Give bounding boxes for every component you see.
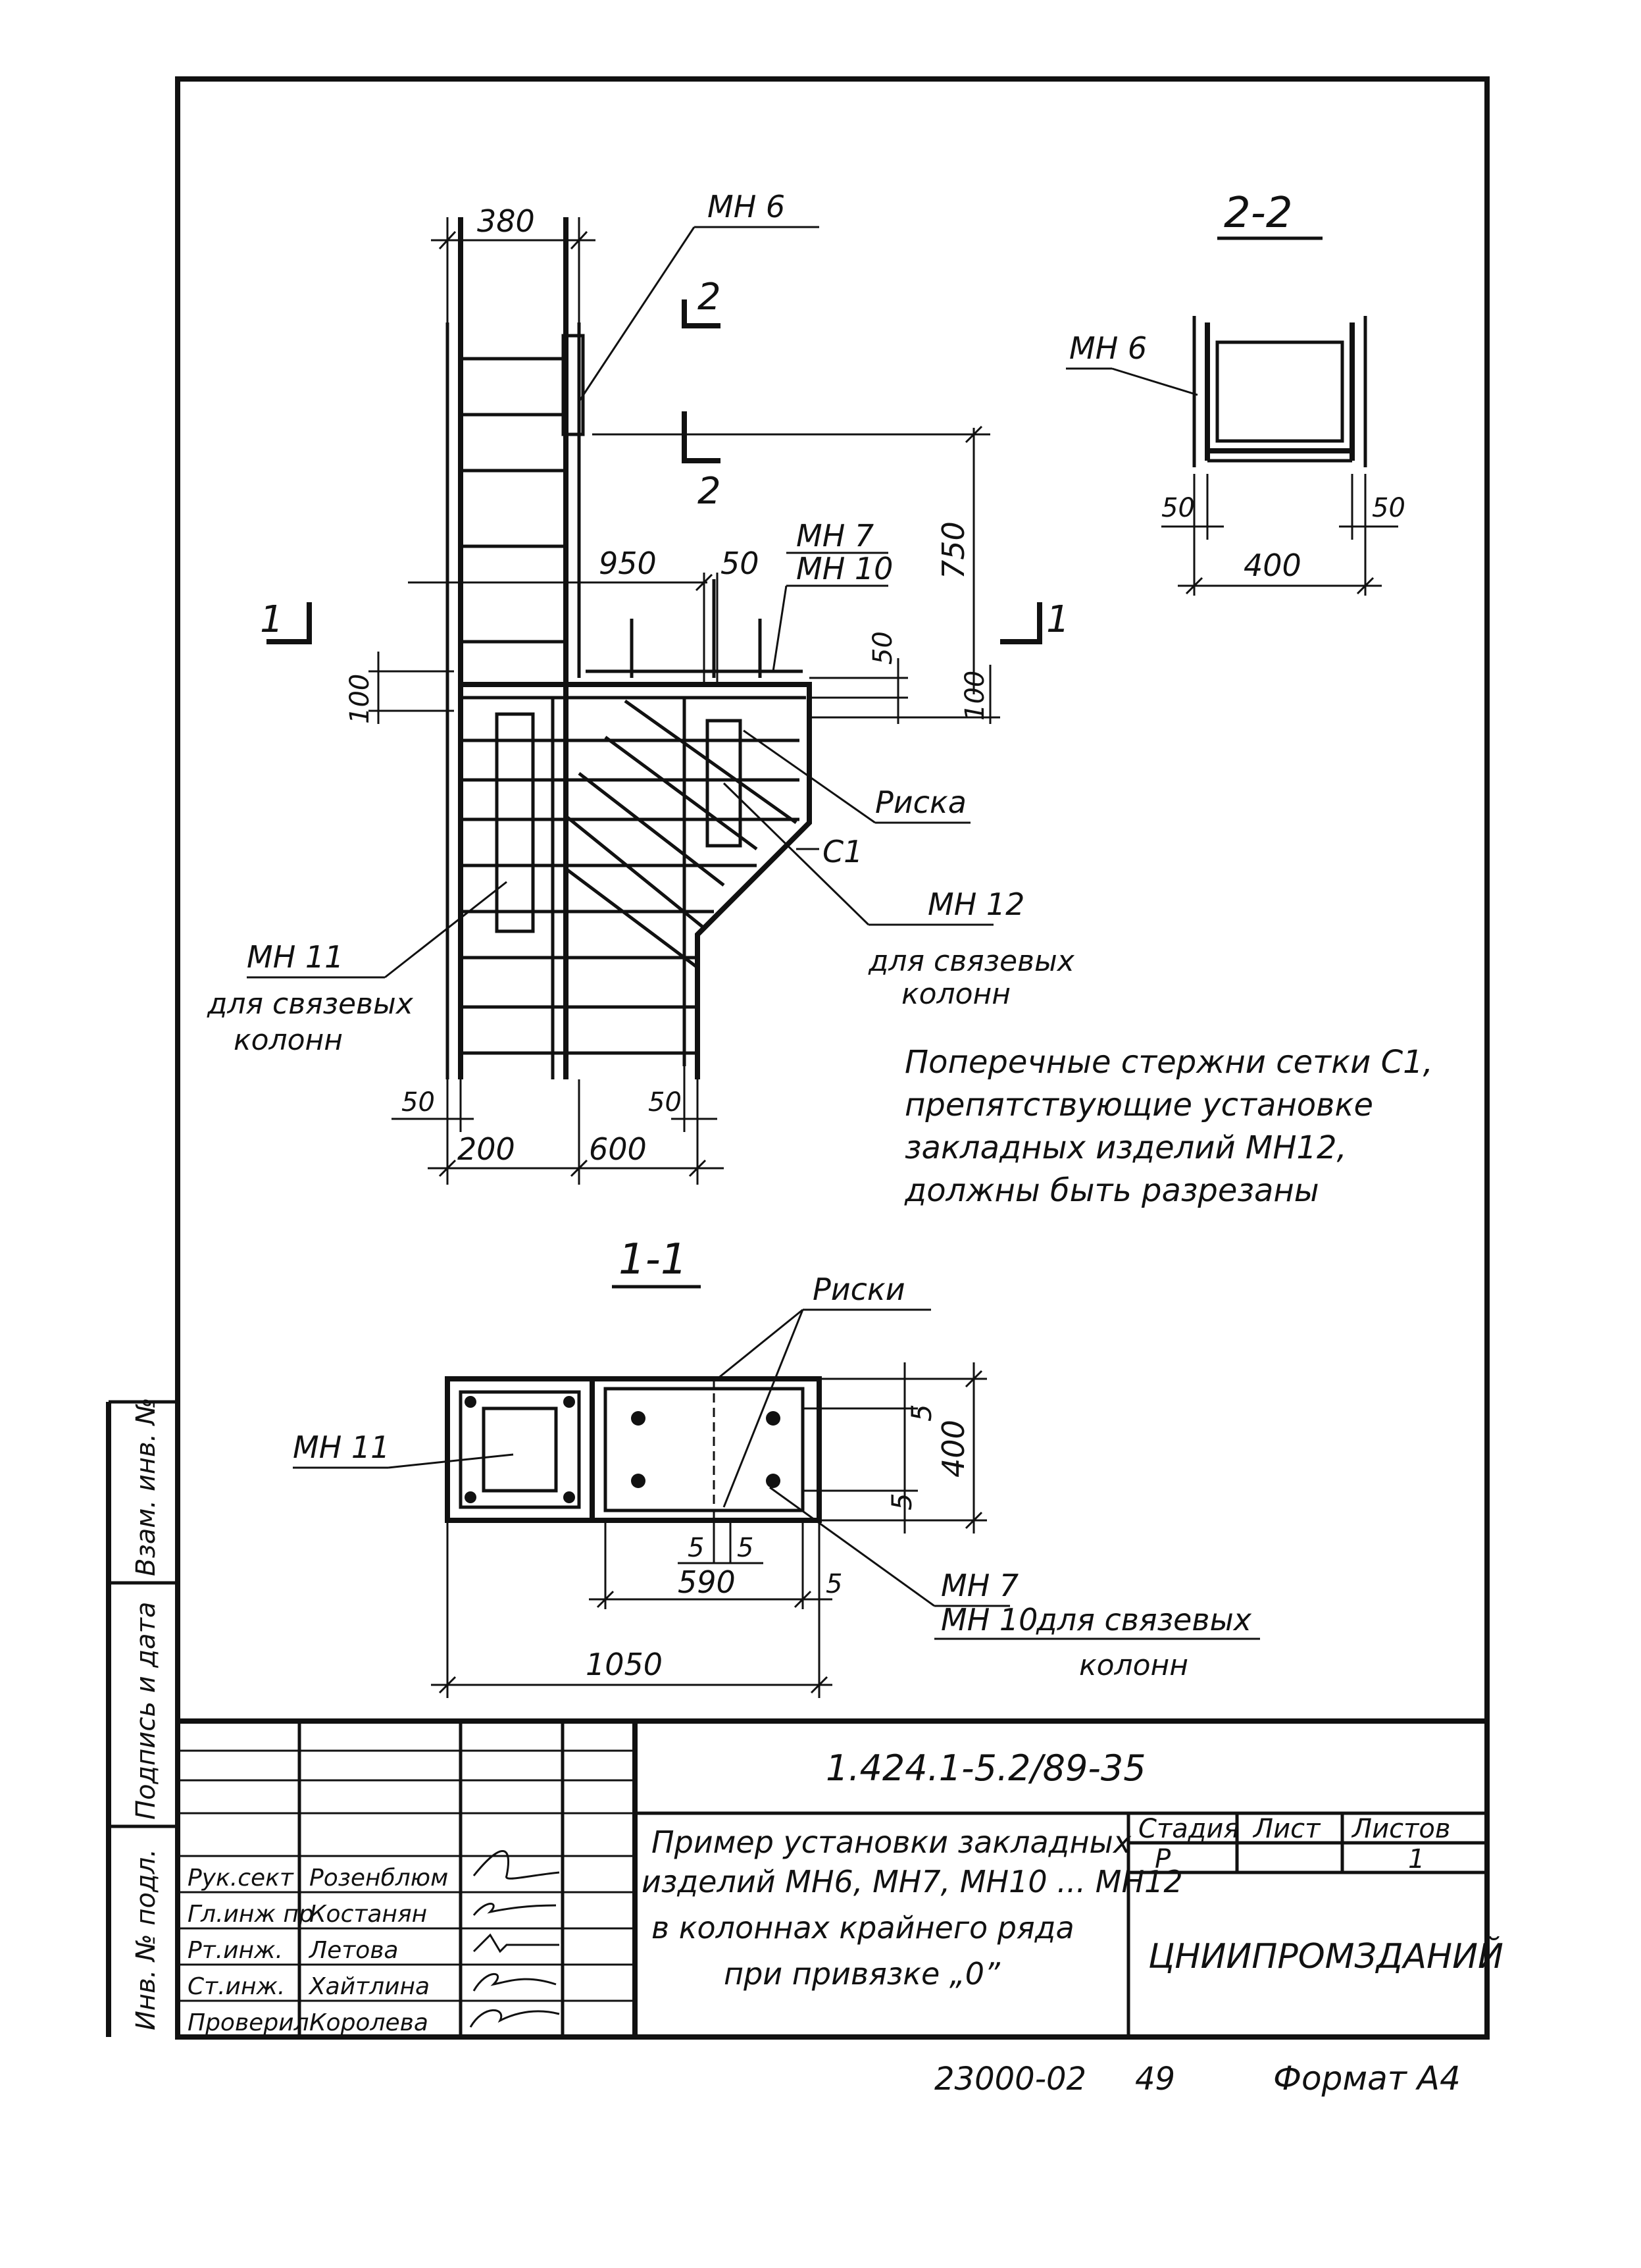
drawing-note: Поперечные стержни сетки С1, препятствую…: [904, 1044, 1433, 1209]
name-2: Костанян: [309, 1901, 427, 1928]
dim-600: 600: [589, 1131, 647, 1167]
dim-100-right: 100: [960, 671, 990, 721]
label-mh7: МН 7: [796, 518, 874, 554]
label-mh12: МН 12: [928, 887, 1024, 922]
dim-50c: 50: [401, 1087, 435, 1118]
title-line-4: при привязке „0”: [724, 1956, 1001, 1992]
dim-200: 200: [457, 1131, 515, 1167]
s11-label-mh10-note-2: колонн: [1079, 1649, 1188, 1682]
name-4: Хайтлина: [308, 1973, 430, 2000]
label-riska: Риска: [875, 785, 967, 820]
dim-950: 950: [599, 546, 657, 581]
sheet-header: Лист: [1252, 1814, 1321, 1844]
label-mh6: МН 6: [707, 189, 785, 224]
title-line-3: в колоннах крайнего ряда: [651, 1910, 1074, 1946]
s11-dim-5a: 5: [905, 1404, 938, 1422]
label-mh10: МН 10: [796, 551, 893, 586]
role-5: Проверил: [188, 2009, 309, 2036]
role-3: Рт.инж.: [188, 1937, 283, 1964]
section-2-2-title: 2-2: [1224, 189, 1293, 238]
title-line-1: Пример установки закладных: [651, 1824, 1132, 1860]
section-2-2: 2-2 МН 6 50 50 400: [1066, 189, 1405, 596]
note-line-4: должны быть разрезаны: [904, 1172, 1319, 1209]
s22-dim-50r: 50: [1372, 493, 1405, 523]
dim-750: 750: [936, 521, 971, 579]
s11-dim-590: 590: [678, 1564, 736, 1600]
sheets-value: 1: [1408, 1844, 1425, 1874]
title-line-2: изделий МН6, МН7, МН10 ... МН12: [642, 1864, 1183, 1899]
s11-dim-5e: 5: [826, 1569, 842, 1599]
s11-label-mh7: МН 7: [941, 1568, 1019, 1603]
footer-page: 49: [1135, 2061, 1175, 2098]
s11-label-mh10-note: для связевых: [1036, 1602, 1252, 1637]
label-mh12-note-2: колонн: [901, 977, 1011, 1011]
footer-number: 23000-02: [934, 2061, 1086, 2098]
label-mh11-note-2: колонн: [234, 1023, 343, 1057]
dim-50d: 50: [648, 1087, 682, 1118]
label-c1: С1: [822, 834, 863, 869]
stage-value: Р: [1155, 1844, 1171, 1874]
s22-label-mh6: МН 6: [1069, 330, 1147, 366]
s22-dim-50l: 50: [1161, 493, 1195, 523]
cut-1-left: 1: [260, 598, 284, 641]
dim-100-left: 100: [345, 674, 375, 724]
label-mh12-note-1: для связевых: [868, 944, 1075, 978]
footer: 23000-02 49 Формат А4: [934, 2059, 1461, 2098]
label-mh11-note-1: для связевых: [207, 987, 414, 1021]
dim-380: 380: [477, 203, 535, 239]
signatures: [469, 1850, 560, 2028]
name-3: Летова: [308, 1937, 399, 1964]
dim-50a: 50: [720, 546, 759, 581]
name-5: Королева: [309, 2009, 428, 2036]
elevation-view: 380 МН 6 2 2 750 950 50 МН 7 МН 10: [207, 189, 1075, 1185]
note-line-2: препятствующие установке: [905, 1087, 1373, 1123]
s11-dim-5b: 5: [886, 1493, 918, 1510]
title-block: 1.424.1-5.2/89-35 Рук.сект Розенблюм Гл.…: [178, 1718, 1503, 2037]
s11-dim-5c: 5: [688, 1533, 704, 1563]
role-1: Рук.сект: [188, 1865, 294, 1892]
dim-50b: 50: [868, 631, 898, 665]
s22-dim-400: 400: [1244, 548, 1301, 583]
s11-dim-1050: 1050: [586, 1647, 663, 1682]
section-1-1: 1-1 Риски МН 11: [293, 1235, 1260, 1698]
doc-code: 1.424.1-5.2/89-35: [826, 1747, 1146, 1789]
s11-label-mh11: МН 11: [293, 1430, 390, 1465]
label-mh11: МН 11: [247, 939, 343, 975]
sheets-header: Листов: [1351, 1814, 1450, 1844]
stage-header: Стадия: [1138, 1814, 1239, 1844]
sheet-frame: [175, 76, 1490, 2040]
role-2: Гл.инж пр: [188, 1901, 314, 1928]
s11-label-mh10: МН 10: [941, 1602, 1038, 1637]
s11-label-riski: Риски: [813, 1272, 905, 1307]
s11-dim-5d: 5: [737, 1533, 753, 1563]
cut-2-top: 2: [697, 276, 721, 319]
strip-podpis: Подпись и дата: [131, 1602, 161, 1820]
role-4: Ст.инж.: [188, 1973, 285, 2000]
section-1-1-title: 1-1: [619, 1235, 688, 1284]
note-line-3: закладных изделий МН12,: [905, 1129, 1347, 1166]
cut-2-bottom: 2: [697, 470, 721, 513]
name-1: Розенблюм: [309, 1865, 448, 1892]
footer-format: Формат А4: [1273, 2059, 1461, 2098]
strip-vzam: Взам. инв. №: [131, 1397, 161, 1576]
cut-1-right: 1: [1046, 598, 1070, 641]
organization: ЦНИИПРОМЗДАНИЙ: [1148, 1936, 1503, 1976]
note-line-1: Поперечные стержни сетки С1,: [905, 1044, 1433, 1081]
strip-inv: Инв. № подл.: [131, 1849, 161, 2030]
s11-dim-400: 400: [936, 1420, 971, 1478]
